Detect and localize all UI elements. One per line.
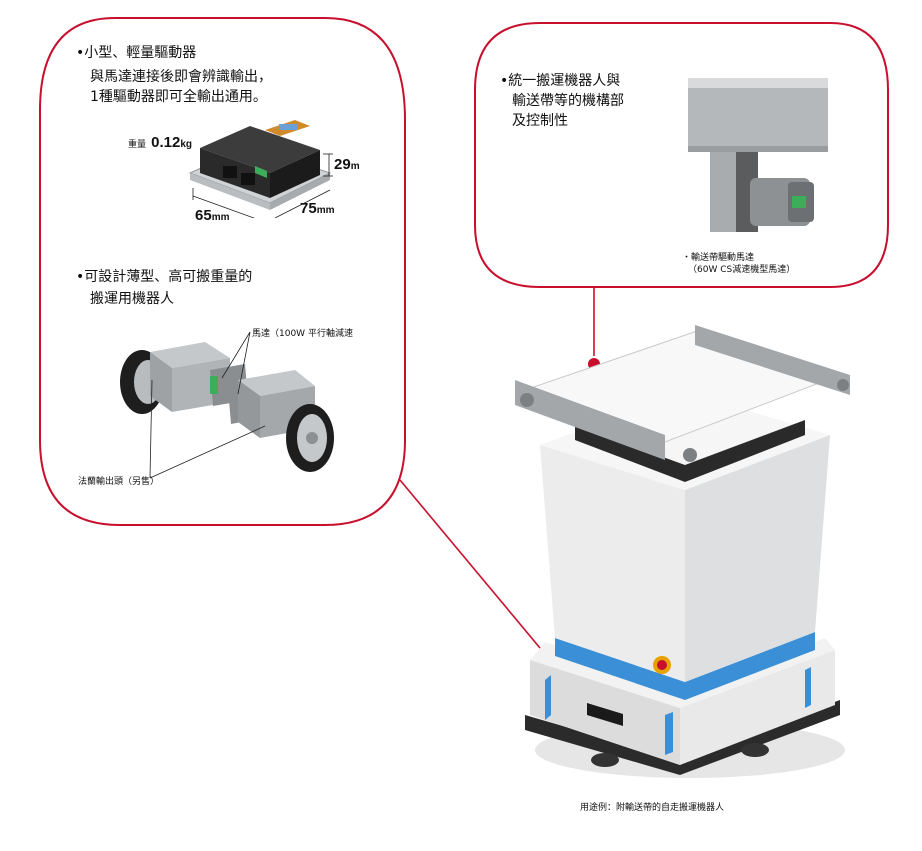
motor-label: 馬達（100W 平行軸減速 <box>252 329 353 339</box>
left-callout-bubble <box>39 17 406 526</box>
driver-illustration <box>188 120 333 218</box>
feature1-title: •小型、輕量驅動器 <box>76 45 197 61</box>
right-feature-line2: 輸送帶等的機構部 <box>512 93 624 109</box>
motor-assembly-illustration <box>120 331 334 479</box>
dim-width: 65mm <box>195 205 229 224</box>
dim-height-value: 29 <box>334 156 351 173</box>
dim-width-unit: mm <box>211 212 230 223</box>
weight-unit: kg <box>180 139 192 150</box>
conveyor-motor-caption-line1: ・輸送帶驅動馬達 <box>682 253 755 263</box>
weight-value: 0.12 <box>151 134 181 151</box>
dim-height-unit: m <box>350 161 360 172</box>
dim-height: 29m <box>334 154 360 173</box>
dim-width-value: 65 <box>195 207 212 224</box>
dim-depth: 75mm <box>300 198 334 217</box>
feature1-desc-line2: 1種驅動器即可全輸出通用。 <box>90 89 267 105</box>
weight-label: 重量 <box>128 140 147 150</box>
flange-label: 法蘭輸出頭（另售） <box>78 477 160 487</box>
conveyor-motor-illustration <box>688 78 828 232</box>
conveyor-motor-caption-line2: （60W CS減速機型馬達） <box>688 265 796 275</box>
feature1-desc-line1: 與馬達連接後即會辨識輸出， <box>90 69 272 85</box>
feature2-desc: 搬運用機器人 <box>90 291 174 307</box>
right-feature-line1: •統一搬運機器人與 <box>500 73 621 89</box>
weight-spec: 重量 0.12kg <box>128 132 192 151</box>
usage-example-caption: 用途例：附輸送帶的自走搬運機器人 <box>580 803 725 813</box>
right-feature-line3: 及控制性 <box>512 113 568 129</box>
right-callout-bubble <box>474 22 889 288</box>
robot-illustration <box>515 325 850 778</box>
dim-depth-unit: mm <box>316 205 335 216</box>
feature2-title: •可設計薄型、高可搬重量的 <box>76 269 253 285</box>
dim-depth-value: 75 <box>300 200 317 217</box>
